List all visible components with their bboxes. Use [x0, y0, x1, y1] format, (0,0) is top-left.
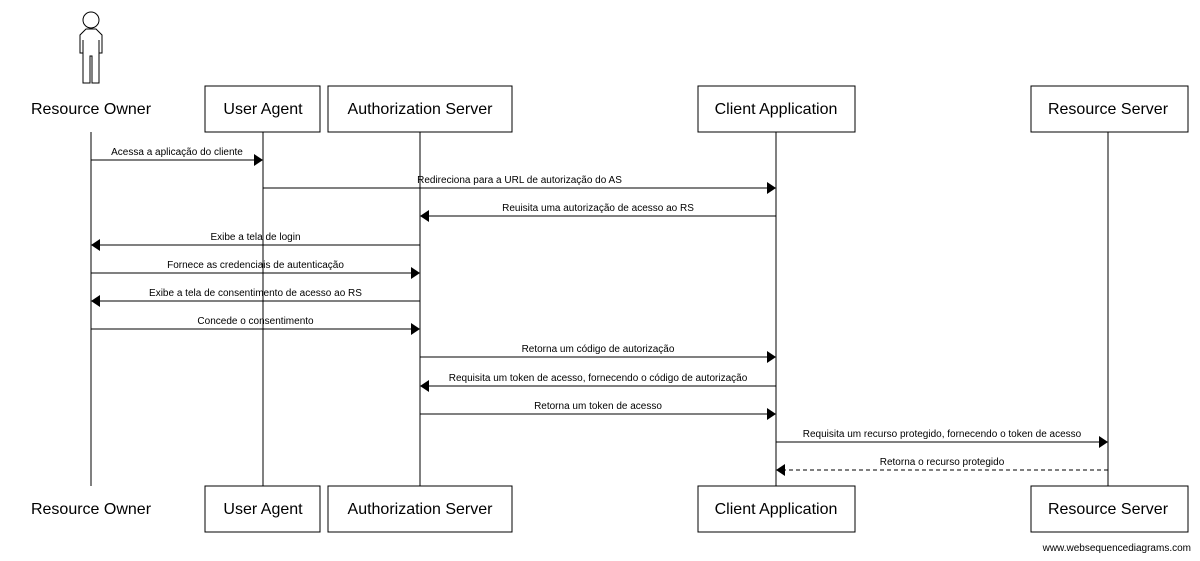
lifelines [90, 132, 1109, 486]
message-9: Requisita um token de acesso, fornecendo… [420, 373, 776, 392]
arrowhead-icon [91, 295, 100, 307]
arrowhead-icon [767, 182, 776, 194]
participant-ua-bottom: User Agent [204, 485, 321, 533]
message-label: Requisita um token de acesso, fornecendo… [449, 373, 748, 384]
participant-as-bottom: Authorization Server [327, 485, 513, 533]
message-8: Retorna um código de autorização [420, 344, 776, 363]
arrowhead-icon [420, 380, 429, 392]
message-11: Requisita um recurso protegido, fornecen… [776, 429, 1108, 448]
message-label: Exibe a tela de login [210, 232, 300, 243]
arrowhead-icon [91, 239, 100, 251]
participant-ro-top: Resource Owner [31, 101, 152, 118]
message-6: Exibe a tela de consentimento de acesso … [91, 288, 420, 307]
arrowhead-icon [254, 154, 263, 166]
participant-label: Resource Owner [31, 501, 152, 518]
message-label: Acessa a aplicação do cliente [111, 147, 243, 158]
actor-person-icon [79, 11, 103, 84]
message-label: Retorna um token de acesso [534, 401, 662, 412]
participant-box [327, 85, 513, 133]
message-label: Retorna um código de autorização [522, 344, 675, 355]
message-10: Retorna um token de acesso [420, 401, 776, 420]
participant-ua-top: User Agent [204, 85, 321, 133]
participant-label: Client Application [715, 501, 838, 518]
participant-label: Client Application [715, 101, 838, 118]
message-5: Fornece as credenciais de autenticação [91, 260, 420, 279]
arrowhead-icon [1099, 436, 1108, 448]
participant-as-top: Authorization Server [327, 85, 513, 133]
message-label: Reuisita uma autorização de acesso ao RS [502, 203, 694, 214]
participant-ca-bottom: Client Application [697, 485, 856, 533]
arrowhead-icon [776, 464, 785, 476]
participant-ca-top: Client Application [697, 85, 856, 133]
participant-box [204, 485, 321, 533]
message-2: Redireciona para a URL de autorização do… [263, 175, 776, 194]
participant-label: Resource Server [1048, 101, 1169, 118]
participant-rs-top: Resource Server [1030, 85, 1189, 133]
message-4: Exibe a tela de login [91, 232, 420, 251]
participant-label: Authorization Server [348, 501, 494, 518]
participant-box [1030, 85, 1189, 133]
message-7: Concede o consentimento [91, 316, 420, 335]
message-3: Reuisita uma autorização de acesso ao RS [420, 203, 776, 222]
participant-label: Authorization Server [348, 101, 494, 118]
participant-box [697, 485, 856, 533]
message-label: Exibe a tela de consentimento de acesso … [149, 288, 362, 299]
arrowhead-icon [411, 267, 420, 279]
message-12: Retorna o recurso protegido [776, 457, 1108, 476]
arrowhead-icon [411, 323, 420, 335]
participant-label: Resource Owner [31, 101, 152, 118]
watermark-text: www.websequencediagrams.com [1042, 543, 1191, 554]
arrowhead-icon [420, 210, 429, 222]
message-1: Acessa a aplicação do cliente [91, 147, 263, 166]
messages: Acessa a aplicação do clienteRedireciona… [91, 147, 1108, 476]
participant-box [1030, 485, 1189, 533]
participant-ro-bottom: Resource Owner [31, 501, 152, 518]
participant-box [327, 485, 513, 533]
participant-label: Resource Server [1048, 501, 1169, 518]
message-label: Concede o consentimento [197, 316, 314, 327]
actor-body [79, 28, 103, 84]
message-label: Requisita um recurso protegido, fornecen… [803, 429, 1082, 440]
participant-rs-bottom: Resource Server [1030, 485, 1189, 533]
arrowhead-icon [767, 351, 776, 363]
message-label: Fornece as credenciais de autenticação [167, 260, 344, 271]
message-label: Redireciona para a URL de autorização do… [417, 175, 622, 186]
arrowhead-icon [767, 408, 776, 420]
participant-box [204, 85, 321, 133]
message-label: Retorna o recurso protegido [880, 457, 1005, 468]
participant-label: User Agent [223, 501, 303, 518]
participant-box [697, 85, 856, 133]
participant-label: User Agent [223, 101, 303, 118]
actor-head [82, 11, 100, 29]
